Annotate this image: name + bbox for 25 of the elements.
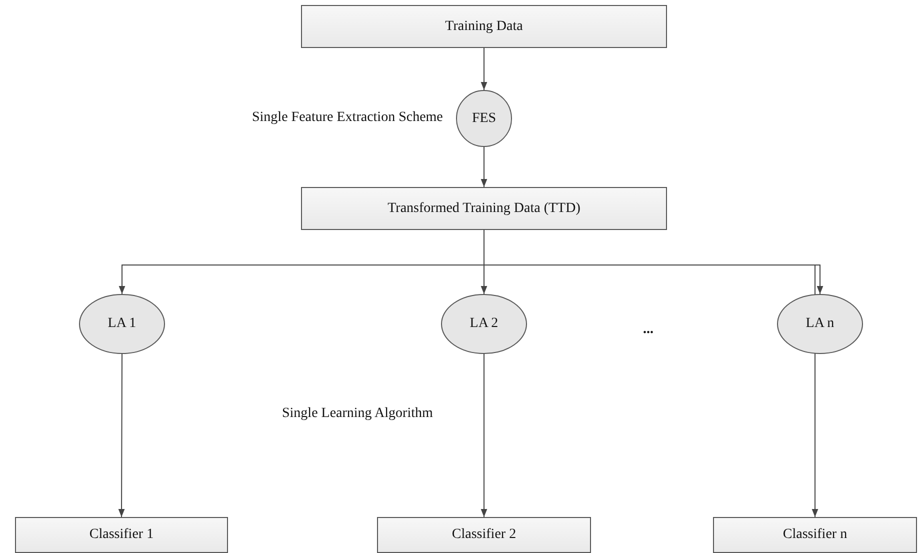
node-label: Classifier 1	[89, 527, 154, 543]
arrow	[480, 146, 488, 188]
node-label: LA n	[806, 316, 834, 332]
arrow	[118, 354, 125, 518]
process-box	[15, 517, 228, 553]
process-box	[377, 517, 591, 553]
process-box	[301, 187, 667, 230]
node-label: Classifier n	[782, 527, 848, 543]
process-ellipse	[777, 294, 863, 354]
process-ellipse	[456, 90, 512, 147]
process-box	[301, 5, 667, 48]
process-ellipse	[441, 294, 527, 354]
node-caption: Single Feature Extraction Scheme	[252, 110, 443, 126]
arrow	[480, 354, 488, 518]
node-label: FES	[472, 110, 496, 126]
node-label: LA 2	[470, 316, 498, 332]
node-label: LA 1	[108, 316, 136, 332]
node-label: Transformed Training Data (TTD)	[388, 200, 580, 216]
arrow	[480, 48, 488, 90]
ellipsis-mark: ...	[643, 322, 654, 338]
node-label: Training Data	[445, 18, 523, 34]
node-label: Classifier 2	[452, 527, 516, 543]
annotation-text: Single Learning Algorithm	[282, 406, 433, 422]
process-ellipse	[79, 294, 165, 354]
process-box	[713, 517, 917, 553]
